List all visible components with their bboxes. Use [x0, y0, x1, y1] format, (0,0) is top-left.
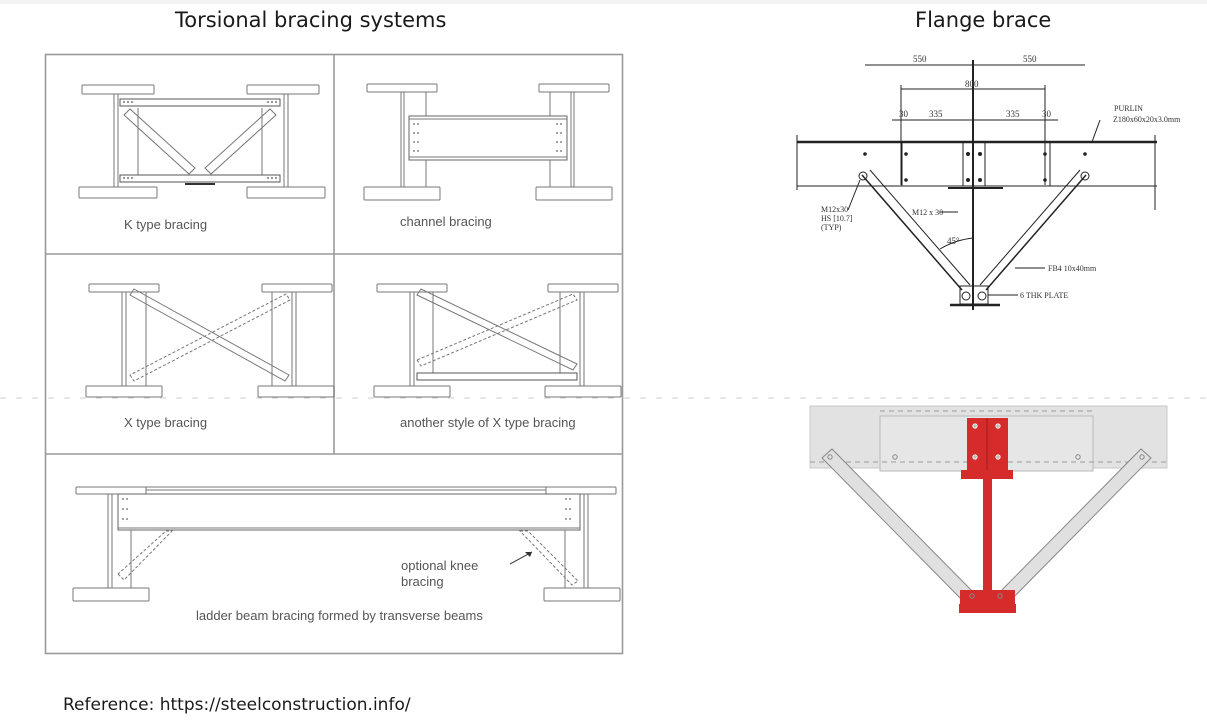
dim-30-right: 30 — [1042, 109, 1052, 119]
knee-bracing-annotation-1: optional knee — [401, 558, 478, 573]
k-type-bracing-drawing — [78, 84, 326, 199]
rafter-base — [959, 604, 1016, 613]
k-type-label: K type bracing — [124, 217, 207, 232]
dim-800: 800 — [965, 79, 979, 89]
rafter-web — [983, 479, 992, 599]
ladder-beam-bracing-drawing — [72, 486, 621, 602]
flange-brace-title: Flange brace — [915, 8, 1052, 32]
right-flange-brace — [995, 448, 1152, 606]
brace-size-note: FB4 10x40mm — [1048, 264, 1097, 273]
bolt-left-note-1: M12x30 — [821, 205, 848, 214]
top-strip — [0, 0, 1207, 4]
plate-note: 6 THK PLATE — [1020, 291, 1068, 300]
x-type-alt-bracing-drawing — [373, 283, 622, 398]
rafter-bottom-flange — [960, 590, 1015, 604]
dim-550-left: 550 — [913, 54, 927, 64]
left-flange-brace — [821, 448, 978, 606]
bolt-left-note-3: (TYP) — [821, 223, 842, 232]
angle-note: 45° — [947, 236, 960, 246]
x-type-alt-label: another style of X type bracing — [400, 415, 576, 430]
dim-30-left: 30 — [899, 109, 909, 119]
flange-brace-illustration — [809, 405, 1168, 613]
flange-brace-technical-drawing — [796, 60, 1157, 310]
rafter-top-flange — [961, 470, 1013, 479]
ladder-label: ladder beam bracing formed by transverse… — [196, 608, 483, 623]
dim-335-right: 335 — [1006, 109, 1020, 119]
purlin-label: PURLIN — [1114, 104, 1143, 113]
arrow-head-icon — [525, 552, 532, 557]
purlin-size: Z180x60x20x3.0mm — [1113, 115, 1181, 124]
torsional-bracing-title: Torsional bracing systems — [175, 8, 447, 32]
bolt-center-note: M12 x 30 — [912, 208, 943, 217]
bolt-left-note-2: HS [10.7] — [821, 214, 853, 223]
channel-label: channel bracing — [400, 214, 492, 229]
dim-550-right: 550 — [1023, 54, 1037, 64]
knee-bracing-annotation-2: bracing — [401, 574, 444, 589]
dim-335-left: 335 — [929, 109, 943, 119]
channel-bracing-drawing — [363, 83, 613, 201]
x-type-bracing-drawing — [85, 283, 335, 398]
reference-text: Reference: https://steelconstruction.inf… — [63, 695, 411, 715]
x-type-label: X type bracing — [124, 415, 207, 430]
